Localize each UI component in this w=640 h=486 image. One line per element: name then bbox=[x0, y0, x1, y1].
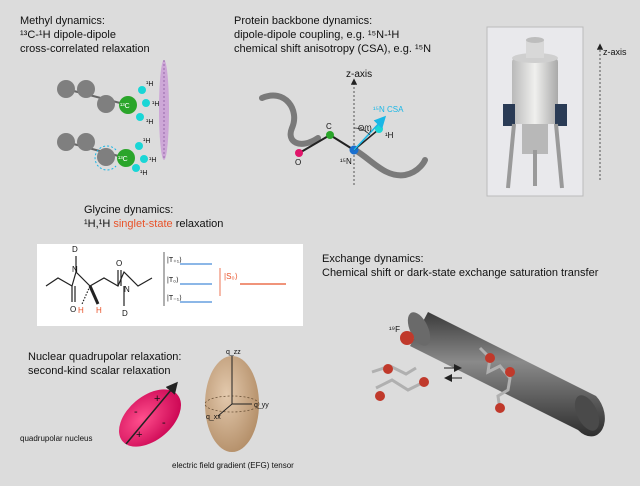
efg-tensor-label: electric field gradient (EFG) tensor bbox=[172, 461, 294, 470]
glycine-panel-box bbox=[37, 244, 303, 326]
h1-label: ¹H bbox=[146, 119, 153, 126]
glycine-line2-prefix: ¹H,¹H bbox=[84, 218, 113, 230]
oxygen-atom bbox=[295, 149, 303, 157]
backbone-ribbon bbox=[259, 92, 321, 147]
minus-charge: - bbox=[134, 406, 138, 418]
h1-label: ¹H bbox=[149, 157, 156, 164]
carbon13-atom bbox=[119, 96, 137, 114]
n-label: N bbox=[124, 285, 130, 294]
carbon-atom bbox=[97, 148, 115, 166]
backbone-title: Protein backbone dynamics: bbox=[234, 15, 372, 27]
carbon-atom bbox=[326, 131, 334, 139]
fluorine-label-atom bbox=[485, 353, 495, 363]
fluorine-label-atom bbox=[383, 364, 393, 374]
backbone-ribbon bbox=[352, 147, 428, 179]
h1-label: ¹H bbox=[146, 81, 153, 88]
z-axis-label: z-axis bbox=[603, 47, 627, 57]
carbon-atom bbox=[57, 133, 75, 151]
q-xx-label: q_xx bbox=[206, 414, 221, 421]
singlet-state-highlight: singlet-state bbox=[113, 218, 172, 230]
singlet-label: |S₀⟩ bbox=[224, 272, 238, 281]
h1-label: ¹H bbox=[140, 170, 147, 177]
n-label: N bbox=[72, 265, 78, 274]
h1-label: ¹H bbox=[143, 138, 150, 145]
quadrupolar-line2: second-kind scalar relaxation bbox=[28, 365, 170, 377]
quadrupolar-nucleus-label: quadrupolar nucleus bbox=[20, 434, 93, 443]
exchange-panel: Exchange dynamics: Chemical shift or dar… bbox=[322, 253, 605, 437]
glycine-title: Glycine dynamics: bbox=[84, 204, 173, 216]
hydrogen-atom bbox=[135, 142, 143, 150]
glycine-panel: Glycine dynamics: ¹H,¹H singlet-state re… bbox=[37, 204, 303, 326]
hydrogen-atom bbox=[140, 155, 148, 163]
csa-label: ¹⁵N CSA bbox=[373, 105, 404, 114]
dash-bond bbox=[81, 285, 91, 305]
methyl-line3: cross-correlated relaxation bbox=[20, 43, 150, 55]
d-label: D bbox=[122, 309, 128, 318]
exchange-title: Exchange dynamics: bbox=[322, 253, 424, 265]
triplet-plus-label: |T₊₁⟩ bbox=[167, 256, 182, 264]
carbon-atom bbox=[97, 95, 115, 113]
fluorine-label-atom bbox=[400, 331, 414, 345]
theta-label: Θ(t) bbox=[358, 124, 372, 133]
free-peptide bbox=[371, 364, 421, 392]
c13-label: ¹³C bbox=[120, 103, 130, 110]
quadrupolar-panel: Nuclear quadrupolar relaxation: second-k… bbox=[20, 349, 294, 470]
exchange-line2: Chemical shift or dark-state exchange sa… bbox=[322, 267, 599, 279]
minus-charge: - bbox=[162, 417, 166, 429]
methyl-line2: ¹³C-¹H dipole-dipole bbox=[20, 29, 116, 41]
fluorine-label-atom bbox=[495, 403, 505, 413]
carbon-atom bbox=[77, 133, 95, 151]
z-axis-label: z-axis bbox=[346, 69, 372, 80]
backbone-line3: chemical shift anisotropy (CSA), e.g. ¹⁵… bbox=[234, 43, 431, 55]
plus-charge: + bbox=[154, 393, 160, 405]
hydrogen-atom bbox=[132, 164, 140, 172]
c13-label: ¹³C bbox=[118, 156, 128, 163]
backbone-line2: dipole-dipole coupling, e.g. ¹⁵N-¹H bbox=[234, 29, 399, 41]
fluorine-label-atom bbox=[375, 391, 385, 401]
rotation-arc-icon bbox=[94, 145, 117, 171]
carbon-atom bbox=[57, 80, 75, 98]
methyl-chain-bottom: ¹³C ¹H ¹H ¹H bbox=[57, 133, 156, 177]
o-label: O bbox=[116, 259, 122, 268]
plus-charge: + bbox=[136, 429, 142, 441]
fluorine-label-atom bbox=[505, 367, 515, 377]
fluorine-label-atom bbox=[419, 377, 429, 387]
triplet-zero-label: |T₀⟩ bbox=[167, 276, 179, 284]
hydrogen-atom bbox=[136, 113, 144, 121]
methyl-chain-top: ¹³C ¹H ¹H ¹H bbox=[57, 80, 159, 126]
methyl-panel: Methyl dynamics: ¹³C-¹H dipole-dipole cr… bbox=[20, 15, 169, 177]
h-label: ¹H bbox=[385, 131, 394, 140]
efg-tensor-icon: q_zz q_yy q_xx bbox=[204, 349, 269, 452]
nmr-magnet-photo-icon bbox=[503, 37, 567, 189]
o-label: O bbox=[70, 305, 76, 314]
h-label: H bbox=[96, 306, 102, 315]
glycine-structure bbox=[45, 256, 153, 306]
wedge-bond bbox=[88, 285, 100, 305]
triplet-minus-label: |T₋₁⟩ bbox=[167, 294, 182, 302]
carbon13-atom bbox=[117, 149, 135, 167]
q-yy-label: q_yy bbox=[254, 402, 269, 409]
methyl-title: Methyl dynamics: bbox=[20, 15, 105, 27]
hydrogen-atom bbox=[138, 86, 146, 94]
theta-arc-icon bbox=[353, 127, 371, 136]
hydrogen-atom bbox=[142, 99, 150, 107]
glycine-line2-suffix: relaxation bbox=[173, 218, 224, 230]
c-label: C bbox=[326, 122, 332, 131]
spectrometer-panel: z-axis bbox=[486, 26, 627, 197]
h1-label: ¹H bbox=[152, 101, 159, 108]
backbone-panel: Protein backbone dynamics: dipole-dipole… bbox=[234, 15, 431, 185]
n-label: ¹⁵N bbox=[340, 157, 352, 166]
q-zz-label: q_zz bbox=[226, 349, 241, 356]
d-label: D bbox=[72, 245, 78, 254]
quadrupolar-title: Nuclear quadrupolar relaxation: bbox=[28, 351, 181, 363]
h-label: H bbox=[78, 306, 84, 315]
quadrupolar-nucleus-icon: + + - - bbox=[119, 381, 181, 447]
f19-label: ¹⁹F bbox=[389, 325, 400, 334]
glycine-line2: ¹H,¹H singlet-state relaxation bbox=[84, 218, 223, 230]
carbon-atom bbox=[77, 80, 95, 98]
o-label: O bbox=[295, 158, 301, 167]
